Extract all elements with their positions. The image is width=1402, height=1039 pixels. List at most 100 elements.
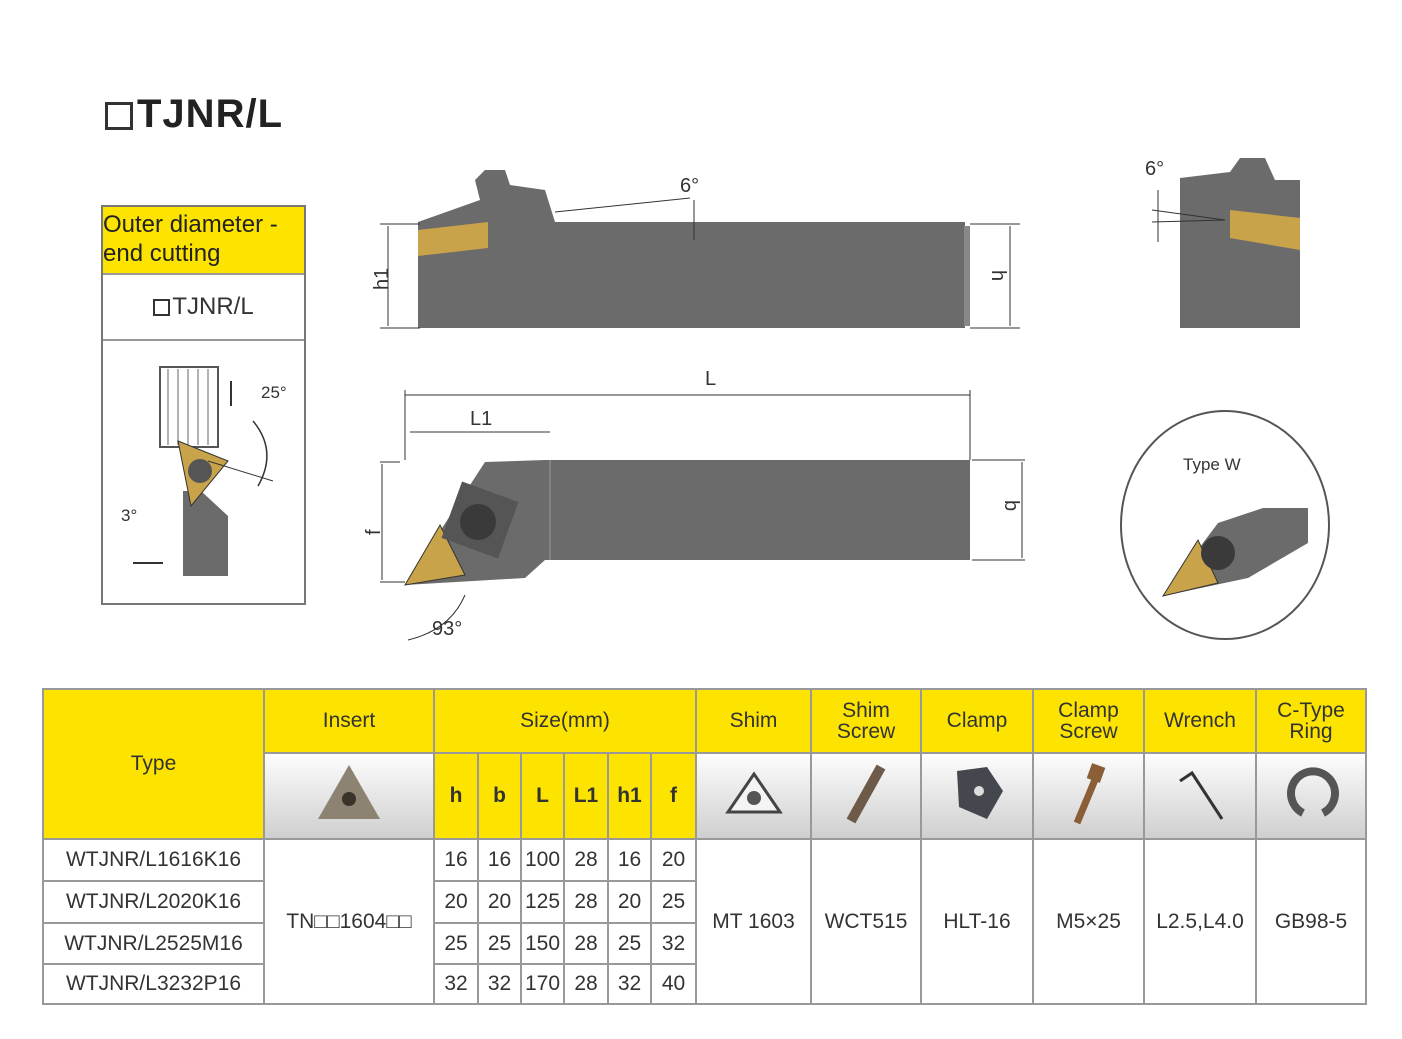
value-cell: 20 <box>433 880 479 924</box>
type-cell: WTJNR/L3232P16 <box>42 963 265 1005</box>
header-clamp-screw: Clamp Screw <box>1032 688 1145 754</box>
clamp-image <box>920 752 1034 840</box>
shim-icon <box>724 771 783 814</box>
value-cell: 20 <box>650 838 697 882</box>
tool-shank <box>530 222 965 328</box>
value-cell: 28 <box>563 880 609 924</box>
checkbox-square-icon <box>153 298 171 316</box>
value-cell: 150 <box>520 922 565 965</box>
type-cell: WTJNR/L2020K16 <box>42 880 265 924</box>
screw <box>188 459 212 483</box>
value-cell: 32 <box>650 922 697 965</box>
side-panel-name-text: TJNR/L <box>172 293 254 320</box>
value-cell: 28 <box>563 963 609 1005</box>
angle-label: 93° <box>432 618 462 640</box>
dim-label-b: b <box>1000 500 1022 511</box>
screw <box>460 504 496 540</box>
insert-cell: TN□□1604□□ <box>263 838 435 1005</box>
shim-cell: MT 1603 <box>695 838 812 1005</box>
side-view-body <box>1180 158 1300 328</box>
triangle-insert-icon <box>318 765 380 819</box>
dim-header: b <box>477 752 522 840</box>
side-panel: Outer diameter - end cutting TJNR/L 25° … <box>101 205 306 605</box>
value-cell: 32 <box>607 963 652 1005</box>
dim-header: L1 <box>563 752 609 840</box>
insert-shape <box>418 222 488 256</box>
dim-header: L <box>520 752 565 840</box>
value-cell: 100 <box>520 838 565 882</box>
dim-header: f <box>650 752 697 840</box>
screw <box>1201 536 1235 570</box>
header-ring: C-Type Ring <box>1255 688 1367 754</box>
dim-label-h: h <box>987 270 1009 281</box>
type-w-detail: Type W <box>1120 410 1330 640</box>
header-size: Size(mm) <box>433 688 697 754</box>
angle-label: 3° <box>121 506 137 525</box>
header-insert: Insert <box>263 688 435 754</box>
side-panel-heading: Outer diameter - end cutting <box>103 207 304 275</box>
shim-screw-cell: WCT515 <box>810 838 922 1005</box>
tool-head <box>418 170 555 328</box>
checkbox-square-icon <box>105 102 133 130</box>
tool-body <box>183 491 228 576</box>
value-cell: 16 <box>433 838 479 882</box>
value-cell: 32 <box>477 963 522 1005</box>
side-panel-name: TJNR/L <box>103 275 304 341</box>
angle-label: 25° <box>261 383 287 402</box>
shim-screw-image <box>810 752 922 840</box>
dim-label-L: L <box>705 368 716 390</box>
insert-image <box>263 752 435 840</box>
value-cell: 16 <box>477 838 522 882</box>
value-cell: 25 <box>433 922 479 965</box>
hex-wrench-icon <box>1179 770 1224 820</box>
dim-header: h <box>433 752 479 840</box>
angle-label: 6° <box>1145 158 1164 180</box>
value-cell: 40 <box>650 963 697 1005</box>
clamp-screw-cell: M5×25 <box>1032 838 1145 1005</box>
clamp-screw-icon <box>1073 763 1105 825</box>
dim-label-h1: h1 <box>371 268 393 290</box>
value-cell: 25 <box>477 922 522 965</box>
ring-cell: GB98-5 <box>1255 838 1367 1005</box>
title-text: TJNR/L <box>137 92 283 136</box>
angle-label: 6° <box>680 175 699 197</box>
tool-shank <box>545 460 970 560</box>
dim-label-f: f <box>363 529 385 535</box>
dim-label-L1: L1 <box>470 408 492 430</box>
value-cell: 28 <box>563 922 609 965</box>
spec-table: Type Insert Size(mm) Shim Shim Screw Cla… <box>42 688 1367 1005</box>
value-cell: 20 <box>477 880 522 924</box>
clamp-icon <box>957 767 1003 819</box>
value-cell: 20 <box>607 880 652 924</box>
insert-shape <box>1230 210 1300 250</box>
type-cell: WTJNR/L1616K16 <box>42 838 265 882</box>
shim-screw-icon <box>846 764 886 824</box>
top-view-drawing: 6° h1 h <box>371 170 1020 329</box>
dim-header: h1 <box>607 752 652 840</box>
header-shim-screw: Shim Screw <box>810 688 922 754</box>
value-cell: 170 <box>520 963 565 1005</box>
plan-view-drawing: L L1 f b 93° <box>363 368 1025 641</box>
value-cell: 25 <box>650 880 697 924</box>
type-cell: WTJNR/L2525M16 <box>42 922 265 965</box>
value-cell: 25 <box>607 922 652 965</box>
ring-image <box>1255 752 1367 840</box>
side-view-drawing: 6° <box>1145 158 1300 328</box>
clamp-cell: HLT-16 <box>920 838 1034 1005</box>
end-cutting-diagram: 25° 3° <box>121 366 287 576</box>
c-ring-icon <box>1287 767 1339 817</box>
value-cell: 16 <box>607 838 652 882</box>
wrench-image <box>1143 752 1257 840</box>
header-shim: Shim <box>695 688 812 754</box>
value-cell: 32 <box>433 963 479 1005</box>
header-wrench: Wrench <box>1143 688 1257 754</box>
header-clamp: Clamp <box>920 688 1034 754</box>
clamp-screw-image <box>1032 752 1145 840</box>
header-type: Type <box>42 688 265 840</box>
page-title: TJNR/L <box>105 92 283 137</box>
value-cell: 28 <box>563 838 609 882</box>
wrench-cell: L2.5,L4.0 <box>1143 838 1257 1005</box>
